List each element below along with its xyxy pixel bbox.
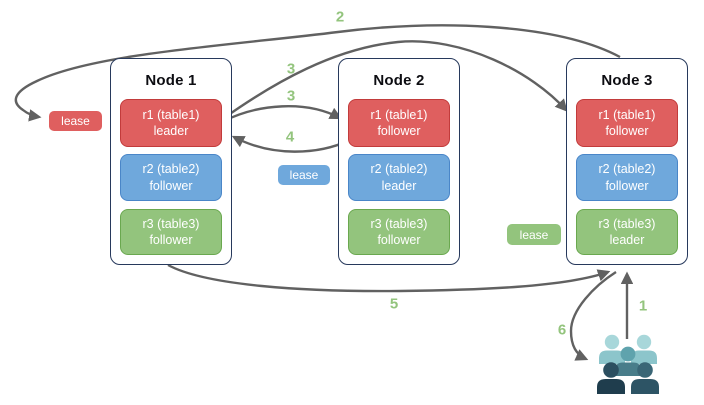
node1-r1-leader: r1 (table1) leader <box>120 99 222 147</box>
node-2-title: Node 2 <box>373 72 425 89</box>
node2-r1-follower: r1 (table1) follower <box>348 99 450 147</box>
node3-r1-follower: r1 (table1) follower <box>576 99 678 147</box>
users-clients-icon <box>596 333 660 397</box>
lease-badge-green: lease <box>507 224 561 245</box>
arrow-step-3-to-node2 <box>223 105 343 123</box>
arrow-step-2 <box>14 24 621 122</box>
replica-name: r2 (table2) <box>142 162 200 176</box>
node2-r3-follower: r3 (table3) follower <box>348 209 450 255</box>
replica-role: leader <box>153 124 189 138</box>
replica-name: r1 (table1) <box>142 107 200 122</box>
lease-badge-blue: lease <box>278 165 330 185</box>
replica-role: leader <box>609 233 645 247</box>
replica-name: r3 (table3) <box>370 216 428 231</box>
node-1: Node 1 r1 (table1) leader r2 (table2) fo… <box>110 58 232 265</box>
replica-role: follower <box>605 178 649 193</box>
node-2: Node 2 r1 (table1) follower r2 (table2) … <box>338 58 460 265</box>
step-label-5: 5 <box>389 295 399 313</box>
replica-role: follower <box>377 233 421 247</box>
replica-name: r3 (table3) <box>598 216 656 231</box>
node-3: Node 3 r1 (table1) follower r2 (table2) … <box>566 58 688 265</box>
replica-name: r2 (table2) <box>370 162 428 176</box>
replica-name: r2 (table2) <box>598 162 656 176</box>
replica-role: follower <box>149 233 193 247</box>
lease-badge-red: lease <box>49 111 102 131</box>
node-1-title: Node 1 <box>145 72 197 89</box>
node1-r2-follower: r2 (table2) follower <box>120 154 222 201</box>
replica-name: r1 (table1) <box>370 107 428 122</box>
step-label-1: 1 <box>638 297 648 315</box>
step-label-3b: 3 <box>286 87 296 105</box>
step-label-6: 6 <box>557 321 567 339</box>
replica-name: r3 (table3) <box>142 216 200 231</box>
step-label-3a: 3 <box>286 60 296 78</box>
replica-role: leader <box>381 178 417 193</box>
node2-r2-leader: r2 (table2) leader <box>348 154 450 201</box>
step-label-4: 4 <box>285 128 295 146</box>
step-label-2: 2 <box>335 8 345 26</box>
node3-r2-follower: r2 (table2) follower <box>576 154 678 201</box>
node3-r3-leader: r3 (table3) leader <box>576 209 678 255</box>
replica-role: follower <box>605 124 649 138</box>
replica-name: r1 (table1) <box>598 107 656 122</box>
node1-r3-follower: r3 (table3) follower <box>120 209 222 255</box>
arrow-step-5 <box>167 263 611 293</box>
replica-role: follower <box>149 178 193 193</box>
replica-role: follower <box>377 124 421 138</box>
node-3-title: Node 3 <box>601 72 653 89</box>
